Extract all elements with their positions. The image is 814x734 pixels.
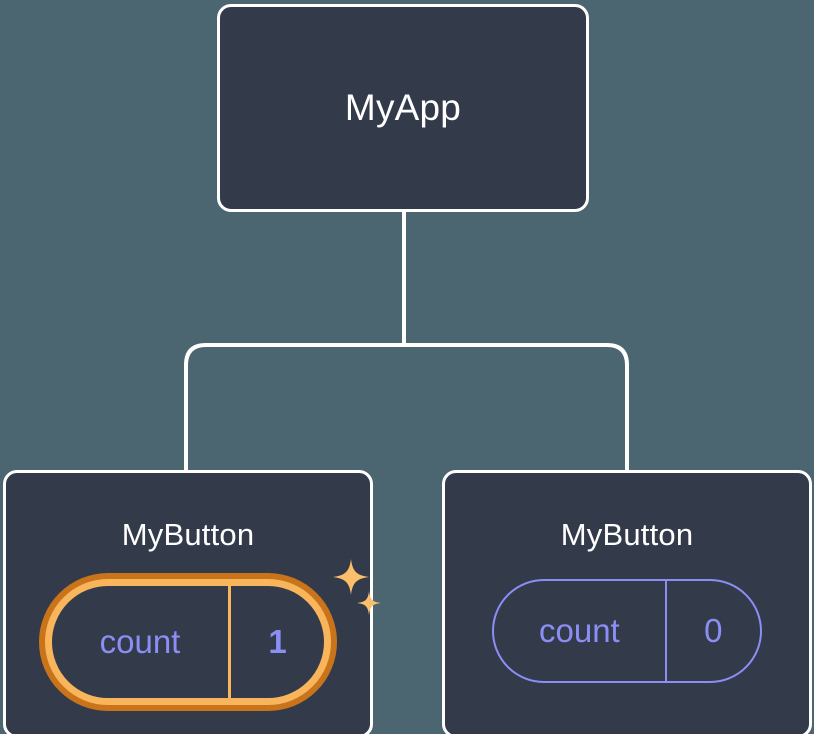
state-badge-wrapper-right: count 0 (492, 579, 762, 683)
state-name: count (494, 581, 667, 681)
state-badge-wrapper-left: count 1 (45, 559, 381, 705)
node-mybutton-left[interactable]: MyButton count 1 (3, 470, 381, 734)
state-badge-plain[interactable]: count 0 (492, 579, 762, 683)
node-myapp[interactable]: MyApp (217, 4, 589, 212)
state-value: 1 (268, 623, 287, 660)
state-value: 0 (704, 612, 723, 649)
state-badge-highlighted[interactable]: count 1 (45, 579, 331, 705)
sparkle-small-icon (357, 591, 381, 615)
node-title: MyApp (344, 87, 462, 128)
node-title: MyButton (560, 517, 694, 552)
node-title: MyButton (121, 517, 255, 552)
sparkles-group (333, 559, 381, 615)
node-mybutton-right[interactable]: MyButton count 0 (442, 470, 812, 734)
sparkle-large-icon (333, 559, 369, 595)
connector-branch-bar (184, 343, 629, 470)
state-name: count (52, 586, 231, 698)
